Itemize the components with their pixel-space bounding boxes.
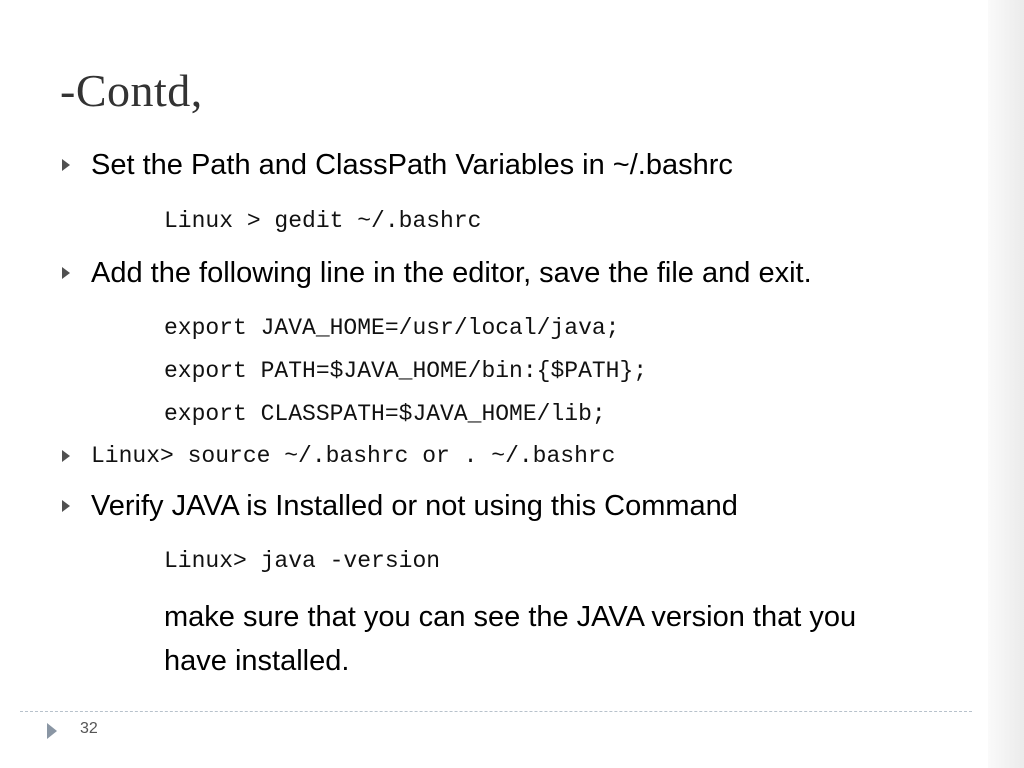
bullet-text: Set the Path and ClassPath Variables in … <box>91 149 733 181</box>
code-line: export PATH=$JAVA_HOME/bin:{$PATH}; <box>164 358 648 384</box>
footer-divider <box>20 711 972 712</box>
bullet-triangle-icon <box>62 267 70 279</box>
code-line: Linux > gedit ~/.bashrc <box>164 208 482 234</box>
code-bullet-text: Linux> source ~/.bashrc or . ~/.bashrc <box>91 443 616 469</box>
bullet-triangle-icon <box>62 450 70 462</box>
footer-triangle-icon <box>47 723 57 739</box>
code-line: export JAVA_HOME=/usr/local/java; <box>164 315 620 341</box>
bullet-triangle-icon <box>62 159 70 171</box>
bullet-text: Add the following line in the editor, sa… <box>91 257 812 289</box>
bullet-note: make sure that you can see the JAVA vers… <box>164 601 857 677</box>
code-line: Linux> java -version <box>164 548 441 574</box>
bullet-triangle-icon <box>62 500 70 512</box>
page-number: 32 <box>80 720 98 737</box>
code-line: export CLASSPATH=$JAVA_HOME/lib; <box>164 401 606 427</box>
slide-title: -Contd, <box>60 65 203 116</box>
slide-side-bar <box>988 0 1024 768</box>
bullet-text: Verify JAVA is Installed or not using th… <box>91 490 738 522</box>
